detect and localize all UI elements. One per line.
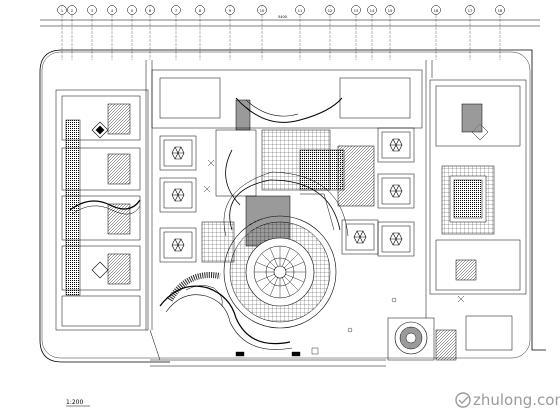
axis-grid-top [40, 15, 540, 60]
road-inner-edge [41, 51, 531, 359]
axis-bubble [465, 5, 475, 15]
axis-label: 13 [354, 9, 358, 13]
left-building-block [55, 89, 149, 331]
watermark-logo-icon [455, 392, 471, 408]
axis-label: 15 [388, 9, 392, 13]
axis-bubble [57, 5, 67, 15]
axis-bubble [325, 5, 335, 15]
axis-bubble [67, 5, 77, 15]
building-unit [377, 221, 415, 257]
building-unit [377, 127, 415, 163]
axis-label: 4 [111, 9, 114, 13]
axis-bubble [107, 5, 117, 15]
axis-label: 16 [434, 9, 438, 13]
site-boundary [39, 49, 546, 363]
axis-label: 2 [71, 9, 73, 13]
building-unit [159, 135, 197, 171]
watermark: zhulong.com [455, 391, 560, 409]
building-units [159, 127, 415, 263]
axis-label: 11 [298, 9, 302, 13]
axis-bubble [257, 5, 267, 15]
left-diamond-markers [91, 121, 109, 279]
axis-bubble [495, 5, 505, 15]
axis-label: 6 [149, 9, 151, 13]
axis-label: 1 [61, 9, 63, 13]
axis-bubble [225, 5, 235, 15]
axis-label: 8 [199, 9, 201, 13]
axis-bubble [145, 5, 155, 15]
building-unit [159, 227, 197, 263]
scale-note: 1:200 [66, 399, 83, 406]
axis-label: 14 [370, 9, 375, 13]
right-building-block [429, 79, 527, 295]
winding-path [159, 272, 293, 350]
building-unit [159, 177, 197, 213]
building-unit [377, 173, 415, 209]
axis-label: 9 [229, 9, 231, 13]
central-north-building [151, 69, 423, 131]
axis-bubble [171, 5, 181, 15]
axis-label: 18 [498, 9, 502, 13]
axis-bubble [431, 5, 441, 15]
axis-bubble [367, 5, 377, 15]
axis-label: 12 [328, 9, 332, 13]
axis-bubble [195, 5, 205, 15]
axis-bubble [127, 5, 137, 15]
axis-label: 7 [175, 9, 177, 13]
circular-plaza [223, 171, 349, 329]
street-bottom [145, 60, 433, 367]
axis-label: 5 [131, 9, 133, 13]
building-unit [341, 219, 379, 255]
entrance-plaza [387, 315, 513, 361]
axis-bubble [385, 5, 395, 15]
watermark-text: zhulong.com [473, 391, 560, 409]
axis-label: 10 [260, 9, 264, 13]
axis-bubble [87, 5, 97, 15]
site-annotations [203, 159, 465, 357]
axis-label: 3 [91, 9, 93, 13]
axis-bubble [351, 5, 361, 15]
dimension-top-label: 5400 [278, 15, 287, 19]
axis-bubble [295, 5, 305, 15]
axis-label: 17 [468, 9, 472, 13]
